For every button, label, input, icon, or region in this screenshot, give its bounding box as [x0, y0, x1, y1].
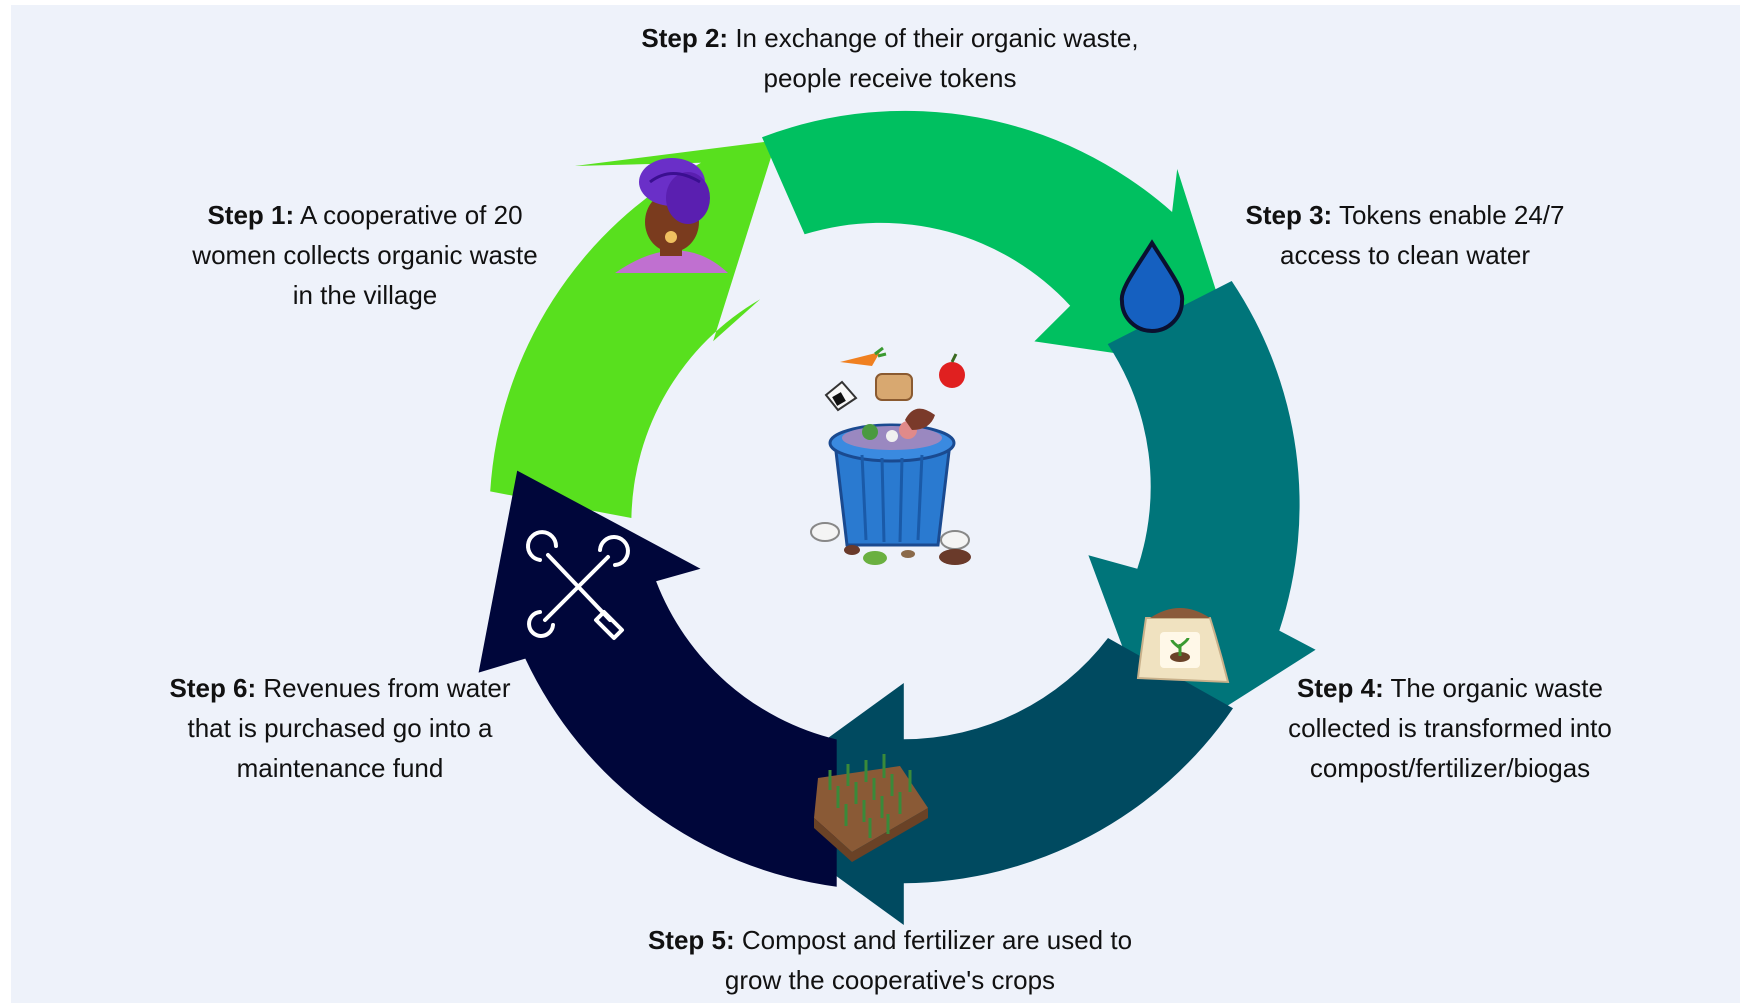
step-6-caption: Step 6: Revenues from water that is purc… [155, 668, 525, 788]
step-5-label: Step 5: [647, 925, 735, 955]
woman-icon [615, 158, 728, 273]
compost-bag-icon [1136, 608, 1230, 684]
step-1-caption: Step 1: A cooperative of 20 women collec… [180, 195, 550, 315]
step-2-caption: Step 2: In exchange of their organic was… [640, 18, 1140, 98]
step-3-caption: Step 3: Tokens enable 24/7 access to cle… [1225, 195, 1585, 275]
arrow-step-1 [490, 140, 777, 518]
crops-icon [814, 754, 928, 862]
step-1-text: A cooperative of 20 women collects organ… [192, 200, 538, 310]
water-drop-icon [1119, 239, 1185, 333]
organic-waste-bin-icon [810, 346, 971, 565]
step-2-label: Step 2: [641, 23, 729, 53]
step-4-text: The organic waste collected is transform… [1288, 673, 1612, 783]
step-6-text: Revenues from water that is purchased go… [187, 673, 511, 783]
step-5-caption: Step 5: Compost and fertilizer are used … [630, 920, 1150, 1000]
step-5-text: Compost and fertilizer are used to grow … [724, 925, 1133, 995]
arrow-step-5 [478, 470, 837, 887]
step-3-text: Tokens enable 24/7 access to clean water [1279, 200, 1565, 270]
step-3-label: Step 3: [1245, 200, 1333, 230]
tools-icon [526, 530, 630, 640]
step-1-label: Step 1: [207, 200, 295, 230]
step-4-caption: Step 4: The organic waste collected is t… [1250, 668, 1650, 788]
step-6-label: Step 6: [169, 673, 257, 703]
step-4-label: Step 4: [1297, 673, 1384, 703]
step-2-text: In exchange of their organic waste, peop… [735, 23, 1139, 93]
